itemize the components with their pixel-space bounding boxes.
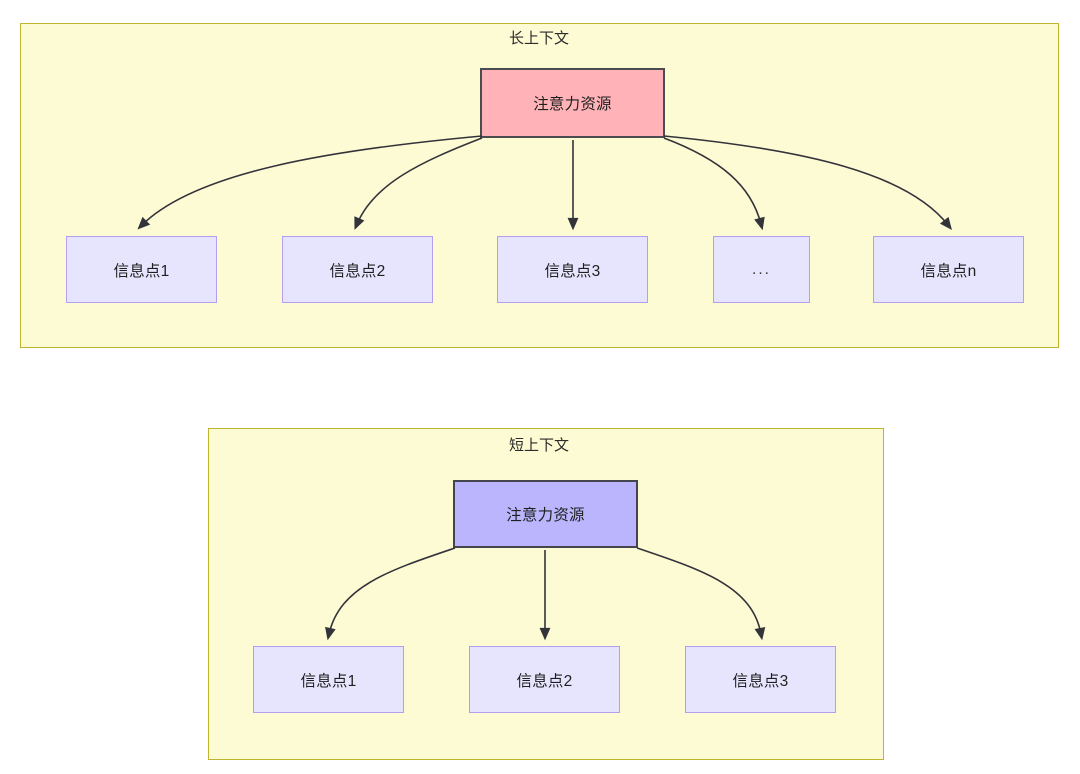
node-info-point-n-long[interactable]: 信息点n [873, 236, 1024, 303]
edge-1-2 [636, 547, 766, 641]
node-info-ellipsis-long[interactable]: ... [713, 236, 810, 303]
node-info-point-3-long[interactable]: 信息点3 [497, 236, 648, 303]
edge-0-4 [663, 135, 952, 231]
edges-long-context [137, 135, 952, 231]
node-attention-resource-short[interactable]: 注意力资源 [453, 480, 638, 548]
edge-0-0 [137, 135, 483, 230]
node-info-point-3-short[interactable]: 信息点3 [685, 646, 836, 713]
edges-short-context [325, 547, 766, 641]
group-title-short-context: 短上下文 [509, 437, 570, 454]
edge-1-0 [325, 547, 456, 641]
edge-0-1 [354, 137, 483, 230]
node-info-point-1-short[interactable]: 信息点1 [253, 646, 404, 713]
node-info-point-1-long[interactable]: 信息点1 [66, 236, 217, 303]
edge-0-3 [663, 137, 765, 231]
node-info-point-2-short[interactable]: 信息点2 [469, 646, 620, 713]
node-info-point-2-long[interactable]: 信息点2 [282, 236, 433, 303]
node-attention-resource-long[interactable]: 注意力资源 [480, 68, 665, 138]
group-title-long-context: 长上下文 [509, 30, 570, 47]
